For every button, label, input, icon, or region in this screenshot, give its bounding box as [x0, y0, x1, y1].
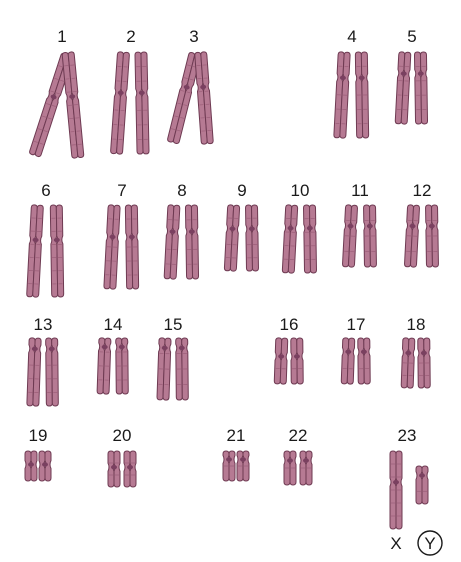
chromosome-2-a — [110, 52, 129, 155]
x-chromosome — [390, 451, 402, 529]
chromosome-label-2: 2 — [126, 27, 135, 46]
chromosome-14-b — [116, 338, 129, 394]
chromosome-7-b — [125, 205, 138, 289]
chromosome-label-16: 16 — [280, 315, 299, 334]
chromosome-10-b — [303, 205, 316, 273]
chromosome-pair-8 — [164, 205, 199, 280]
chromosome-11-b — [364, 205, 377, 267]
chromosome-label-10: 10 — [291, 181, 310, 200]
chromosome-pair-1 — [29, 52, 84, 159]
chromosome-label-6: 6 — [41, 181, 50, 200]
chromosome-20-b — [124, 451, 136, 487]
chromosome-pair-21 — [223, 451, 249, 481]
chromosome-label-5: 5 — [407, 27, 416, 46]
chromosome-label-18: 18 — [407, 315, 426, 334]
chromosome-6-b — [50, 205, 63, 297]
chromosome-5-b — [414, 52, 427, 124]
chromosome-label-23: 23 — [398, 426, 417, 445]
chromosome-17-a — [341, 338, 355, 384]
chromosome-10-a — [282, 205, 298, 274]
chromosome-4-b — [355, 52, 368, 138]
chromosome-pair-6 — [27, 205, 64, 298]
chromosome-label-12: 12 — [413, 181, 432, 200]
chromosome-label-17: 17 — [347, 315, 366, 334]
chromosome-pair-23 — [390, 451, 428, 529]
chromosome-7-a — [104, 205, 120, 290]
chromosome-15-a — [157, 338, 171, 400]
chromosome-label-22: 22 — [289, 426, 308, 445]
chromosome-21-b — [237, 451, 249, 481]
chromosome-pair-10 — [282, 205, 316, 274]
chromosome-12-b — [426, 205, 439, 267]
chromosome-label-20: 20 — [113, 426, 132, 445]
chromosome-1-b — [62, 52, 84, 159]
chromosome-pair-3 — [167, 52, 213, 145]
chromosome-20-a — [108, 451, 120, 487]
chromosome-label-13: 13 — [34, 315, 53, 334]
chromosome-16-a — [274, 338, 288, 384]
chromosome-5-a — [395, 52, 411, 125]
chromosome-pair-5 — [395, 52, 427, 125]
chromosome-2-b — [135, 52, 149, 154]
chromosome-layer — [25, 52, 438, 529]
chromosome-label-11: 11 — [351, 181, 369, 200]
chromosome-11-a — [342, 205, 357, 268]
chromosome-pair-22 — [284, 451, 312, 485]
chromosome-22-a — [284, 451, 296, 485]
chromosome-label-4: 4 — [347, 27, 356, 46]
chromosome-3-b — [195, 52, 214, 145]
chromosome-pair-15 — [157, 338, 188, 400]
chromosome-21-a — [223, 451, 235, 481]
chromosome-label-9: 9 — [237, 181, 246, 200]
chromosome-pair-16 — [274, 338, 303, 384]
chromosome-12-a — [404, 205, 419, 268]
chromosome-9-a — [224, 205, 239, 272]
chromosome-pair-4 — [334, 52, 369, 139]
chromosome-13-b — [46, 338, 59, 406]
chromosome-19-a — [25, 451, 37, 481]
chromosome-pair-7 — [104, 205, 139, 290]
chromosome-label-15: 15 — [164, 315, 183, 334]
chromosome-label-7: 7 — [117, 181, 126, 200]
chromosome-22-b — [300, 451, 312, 485]
chromosome-pair-2 — [110, 52, 149, 155]
chromosome-pair-11 — [342, 205, 376, 268]
chromosome-14-a — [97, 338, 111, 394]
chromosome-13-a — [27, 338, 41, 406]
chromosome-pair-9 — [224, 205, 258, 272]
chromosome-pair-17 — [341, 338, 370, 384]
chromosome-15-b — [176, 338, 189, 400]
chromosome-18-b — [418, 338, 431, 388]
chromosome-label-21: 21 — [227, 426, 246, 445]
chromosome-18-a — [401, 338, 415, 388]
chromosome-9-b — [245, 205, 258, 271]
y-chromosome-label: Y — [424, 534, 435, 553]
chromosome-8-a — [164, 205, 180, 280]
chromosome-label-3: 3 — [189, 27, 198, 46]
chromosome-4-a — [334, 52, 350, 139]
chromosome-pair-14 — [97, 338, 128, 394]
chromosome-label-19: 19 — [29, 426, 48, 445]
chromosome-19-b — [39, 451, 51, 481]
chromosome-17-b — [358, 338, 370, 384]
chromosome-pair-12 — [404, 205, 438, 268]
chromosome-pair-19 — [25, 451, 51, 481]
chromosome-6-a — [27, 205, 44, 298]
chromosome-label-1: 1 — [57, 27, 66, 46]
chromosome-8-b — [185, 205, 198, 279]
x-chromosome-label: X — [390, 534, 401, 553]
chromosome-16-b — [291, 338, 303, 384]
chromosome-pair-18 — [401, 338, 430, 388]
chromosome-pair-20 — [108, 451, 136, 487]
chromosome-label-8: 8 — [177, 181, 186, 200]
chromosome-pair-13 — [27, 338, 59, 406]
y-chromosome — [416, 466, 428, 504]
chromosome-label-14: 14 — [104, 315, 123, 334]
